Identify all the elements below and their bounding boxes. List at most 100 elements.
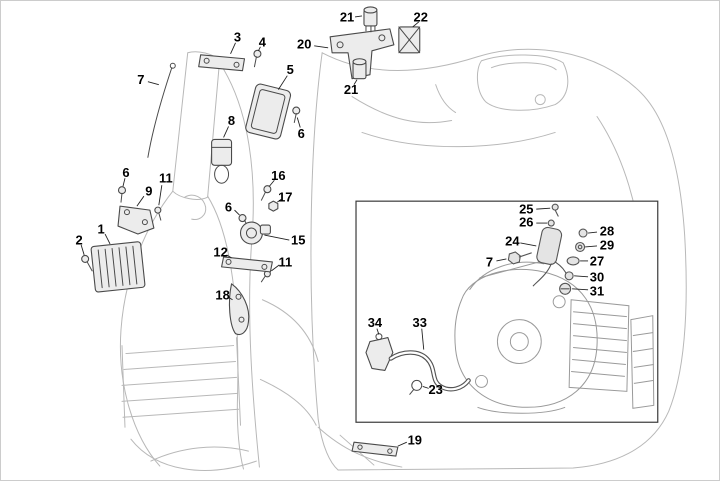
- crank-cover-inner: [509, 332, 529, 352]
- callout-number-4-3: 4: [259, 34, 267, 49]
- callout-leader-3: [258, 46, 261, 51]
- screw-4-shaft: [253, 56, 257, 68]
- body-vent-line: [351, 96, 453, 124]
- callout-leader-26: [496, 258, 507, 262]
- callout-number-21-7: 21: [344, 82, 358, 97]
- cooling-fin: [573, 335, 627, 342]
- sensor-15: [239, 221, 263, 245]
- inset-box: [355, 200, 659, 423]
- sensor-15-center: [245, 227, 257, 239]
- screw-11a: [154, 206, 162, 221]
- callout-leader-29: [572, 288, 589, 291]
- callout-number-6-15: 6: [225, 200, 232, 215]
- screw-25-shaft: [554, 209, 559, 217]
- callout-number-17-14: 17: [278, 190, 292, 205]
- callout-number-5-5: 5: [287, 62, 294, 77]
- callout-leader-16: [536, 207, 551, 210]
- callout-leader-27: [271, 264, 280, 272]
- callout-number-15-21: 15: [291, 232, 305, 247]
- cooling-fin: [573, 347, 627, 354]
- floor-slat: [125, 345, 235, 355]
- grille-line: [633, 379, 654, 384]
- callout-leader-21: [264, 234, 290, 241]
- callout-leader-10: [122, 178, 126, 187]
- bracket-20-hole: [336, 41, 344, 49]
- transmission-grille: [630, 315, 655, 409]
- underbody-line-1: [261, 299, 319, 362]
- callout-leader-5: [277, 75, 288, 90]
- steering-column: [172, 51, 221, 200]
- callout-number-23-33: 23: [428, 382, 442, 397]
- engine-bolt: [552, 295, 566, 309]
- regulator-body: [90, 241, 146, 293]
- callout-number-7-26: 7: [486, 254, 493, 269]
- screw-26: [547, 219, 555, 227]
- grommet-27: [566, 256, 580, 266]
- callout-number-12-24: 12: [213, 244, 227, 259]
- screw-25: [551, 203, 559, 211]
- electrical-parts: [81, 6, 421, 457]
- luggage-inner-line: [490, 62, 557, 71]
- callout-leader-20: [80, 244, 85, 256]
- washer-30: [564, 271, 574, 281]
- callout-leader-33: [422, 385, 429, 389]
- callout-number-2-20: 2: [76, 232, 83, 247]
- sensor-21b: [352, 58, 367, 80]
- callout-number-20-4: 20: [297, 36, 311, 51]
- floor-edge-right: [236, 337, 241, 426]
- callout-number-1-18: 1: [97, 222, 104, 237]
- callout-leader-9: [296, 117, 301, 128]
- callout-leader-7: [353, 79, 358, 85]
- callout-number-34-31: 34: [368, 315, 383, 330]
- ecu-body: [245, 83, 292, 140]
- callout-leader-18: [104, 233, 111, 245]
- callout-number-19-34: 19: [408, 433, 422, 448]
- screw-4: [253, 49, 262, 58]
- fuel-pump-body: [536, 226, 563, 266]
- bracket-12-hole: [225, 258, 232, 265]
- callout-leader-28: [574, 275, 589, 278]
- luggage-compartment: [477, 54, 569, 111]
- cooling-fin: [573, 311, 627, 318]
- fuel-pump-assembly: [507, 203, 588, 295]
- hose-33-highlight: [389, 351, 470, 391]
- callout-number-22-1: 22: [414, 9, 428, 24]
- regulator-fin: [97, 249, 103, 289]
- engine-top-line: [479, 261, 540, 279]
- nut-17: [268, 200, 279, 212]
- callout-leader-24: [226, 254, 232, 259]
- floor-slat: [123, 360, 237, 370]
- callout-number-18-30: 18: [215, 287, 229, 302]
- callout-number-24-22: 24: [505, 233, 520, 248]
- callout-number-7-6: 7: [137, 72, 144, 87]
- crank-cover-outer: [496, 319, 542, 364]
- relay-8-boot: [214, 164, 230, 184]
- cylinder-block: [568, 299, 630, 392]
- underbody-line-2: [259, 378, 317, 426]
- regulator-fin: [125, 246, 131, 286]
- grille-line: [632, 332, 653, 337]
- callout-leader-19: [587, 231, 598, 234]
- screw-16-shaft: [260, 191, 266, 201]
- callout-leader-8: [223, 126, 229, 138]
- screw-6b: [117, 186, 127, 203]
- fuel-hose-assembly: [365, 333, 471, 395]
- regulator-fin: [104, 248, 110, 288]
- crankcase: [454, 268, 598, 408]
- callout-leader-15: [234, 209, 240, 216]
- screw-6a: [292, 106, 301, 123]
- connector-22: [398, 26, 421, 54]
- pump-feed-pipe: [532, 263, 552, 287]
- callout-leader-1: [412, 21, 420, 28]
- bracket-9-hole: [141, 219, 148, 226]
- washer-29-hole: [577, 244, 583, 250]
- bracket-18-hole: [238, 316, 245, 323]
- scooter-body-outline: [119, 48, 687, 471]
- callout-leader-32: [421, 328, 425, 350]
- side-stand-line-1: [317, 426, 403, 468]
- engine-assembly: [454, 261, 655, 414]
- callout-leader-23: [585, 245, 598, 248]
- callout-leader-13: [136, 195, 145, 207]
